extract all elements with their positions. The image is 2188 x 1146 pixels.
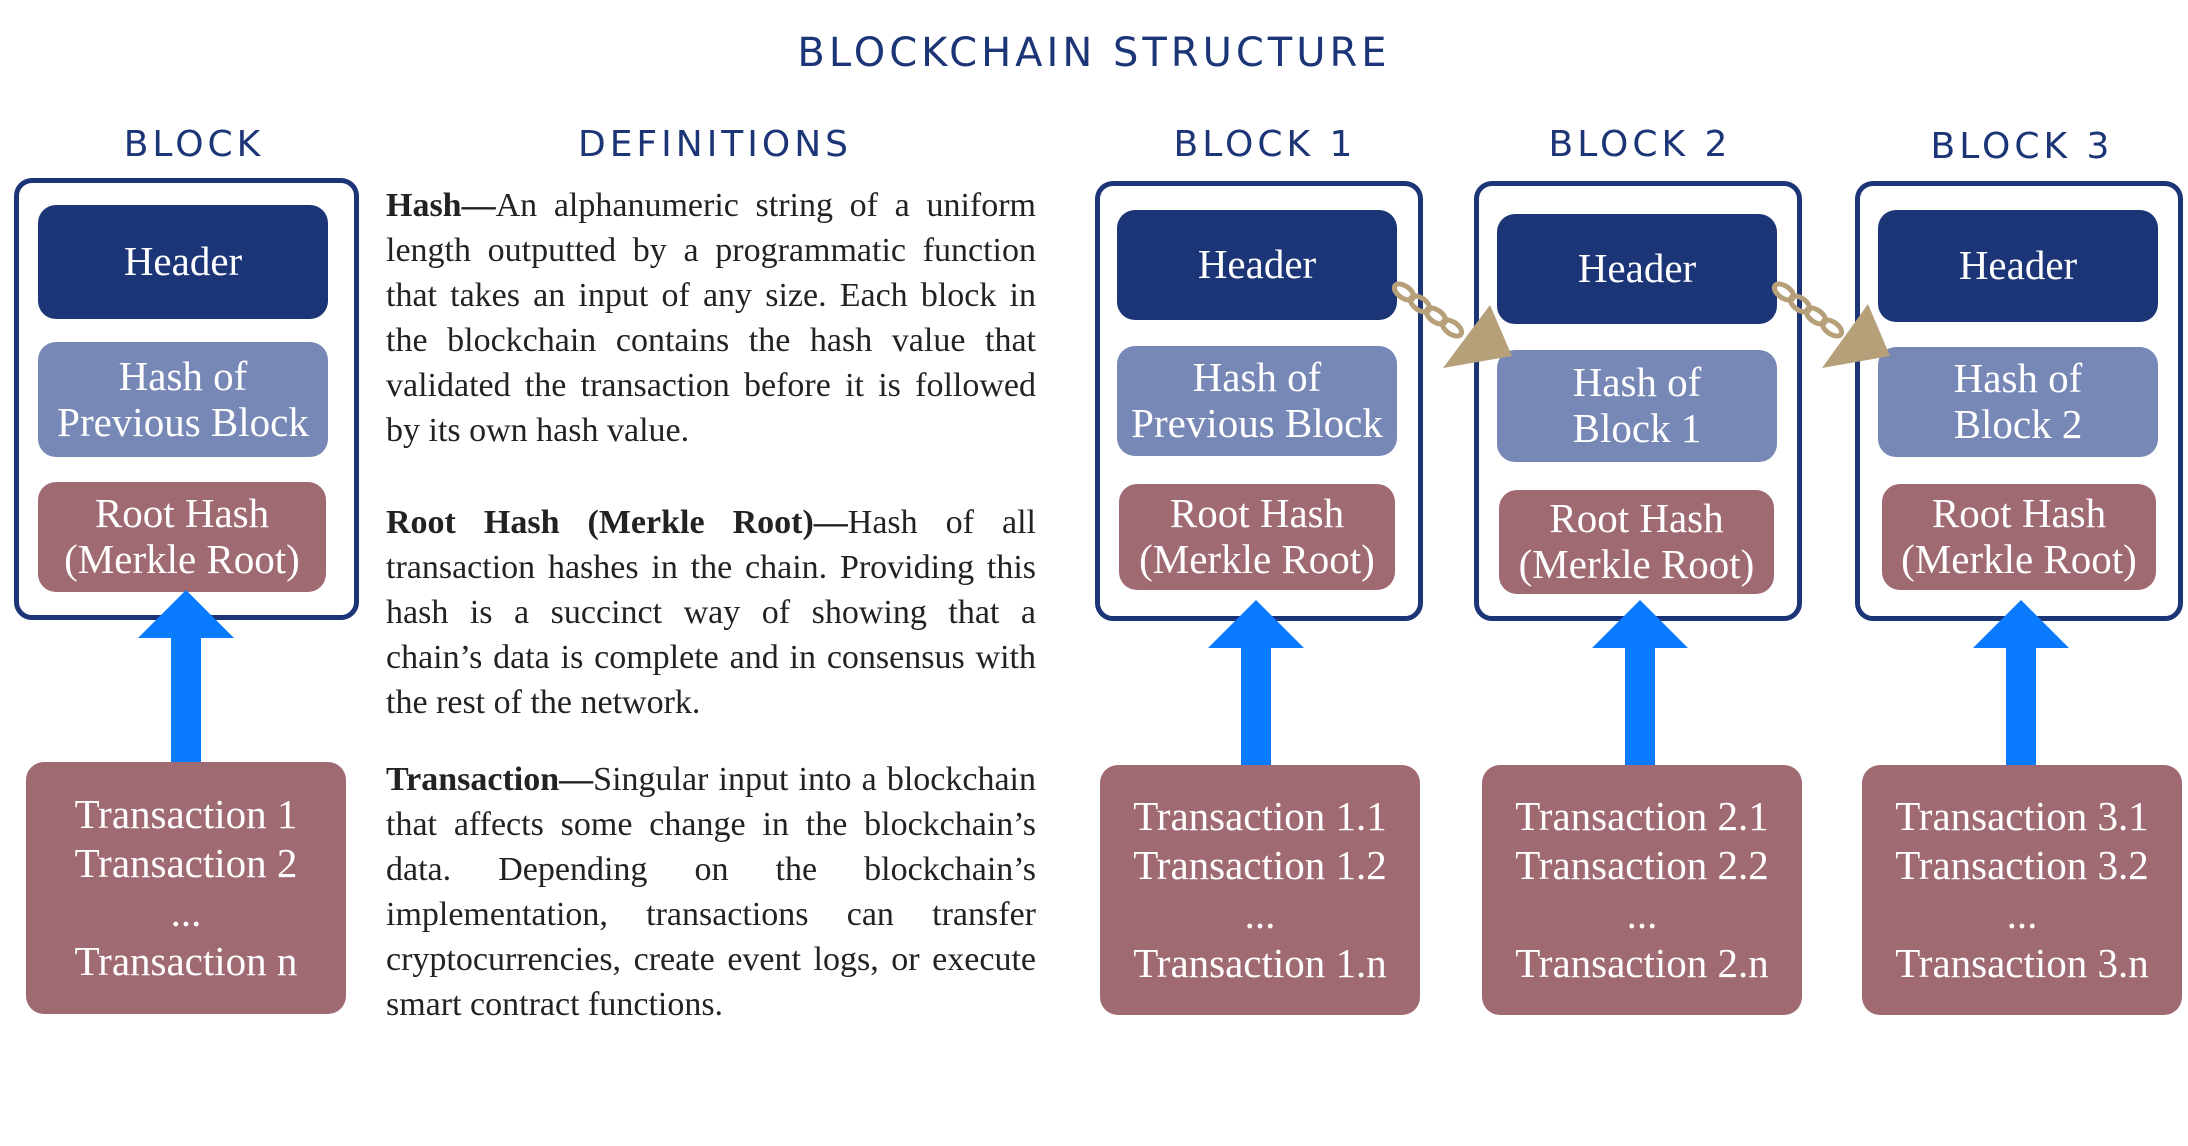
root-label-line1: Root Hash [1169, 490, 1345, 537]
block-heading: BLOCK [123, 124, 265, 165]
block-3-transactions: Transaction 3.1 Transaction 3.2 ... Tran… [1862, 765, 2182, 1015]
transaction-item: Transaction 2 [74, 839, 298, 886]
root-label-line1: Root Hash [1549, 495, 1724, 542]
block-1-header: Header [1117, 210, 1397, 320]
block-2-root-hash: Root Hash (Merkle Root) [1499, 490, 1774, 594]
block-3-hash: Hash of Block 2 [1878, 347, 2158, 457]
definition-hash: Hash—An alphanumeric string of a uniform… [386, 183, 1036, 453]
transaction-item: ... [1244, 891, 1276, 937]
block-header: Header [38, 205, 328, 319]
block-2-heading: BLOCK 2 [1548, 124, 1732, 165]
root-label-line1: Root Hash [1931, 490, 2107, 537]
transaction-item: Transaction 1 [74, 790, 298, 837]
transaction-item: Transaction 1.1 [1133, 792, 1387, 839]
hash-label-line2: Block 2 [1953, 401, 2083, 447]
block-previous-hash: Hash of Previous Block [38, 342, 328, 457]
block-3-header: Header [1878, 210, 2158, 322]
hash-label-line1: Hash of [118, 352, 248, 399]
transaction-item: Transaction n [74, 938, 298, 985]
root-label-line2: (Merkle Root) [1901, 536, 2137, 582]
definition-transaction: Transaction—Singular input into a blockc… [386, 757, 1036, 1027]
transaction-item: ... [1626, 891, 1658, 937]
definition-term: Hash— [386, 187, 496, 224]
hash-label-line2: Previous Block [57, 398, 309, 445]
transaction-item: Transaction 3.2 [1895, 841, 2149, 888]
hash-label-line1: Hash of [1572, 359, 1702, 406]
block-2-transactions: Transaction 2.1 Transaction 2.2 ... Tran… [1482, 765, 1802, 1015]
transaction-item: ... [170, 889, 202, 935]
transaction-item: ... [2006, 891, 2038, 937]
definitions-heading: DEFINITIONS [577, 124, 853, 165]
transaction-item: Transaction 2.1 [1515, 792, 1769, 839]
hash-label-line2: Block 1 [1572, 405, 1702, 451]
definition-text: Singular input into a blockchain that af… [386, 761, 1036, 1023]
transactions-box: Transaction 1 Transaction 2 ... Transact… [26, 762, 346, 1014]
transaction-item: Transaction 3.n [1895, 940, 2149, 987]
transaction-item: Transaction 3.1 [1895, 792, 2149, 839]
root-label-line2: (Merkle Root) [1518, 541, 1755, 587]
definition-root-hash: Root Hash (Merkle Root)—Hash of all tran… [386, 500, 1036, 725]
root-label-line1: Root Hash [94, 490, 270, 537]
hash-label-line2: Previous Block [1131, 400, 1383, 446]
up-arrow-icon [1592, 600, 1688, 765]
header-label: Header [1197, 241, 1317, 288]
root-label-line2: (Merkle Root) [1139, 536, 1375, 582]
block-1-heading: BLOCK 1 [1173, 124, 1357, 165]
up-arrow-icon [1973, 600, 2069, 765]
transaction-item: Transaction 2.n [1515, 940, 1769, 987]
definition-term: Transaction— [386, 761, 594, 798]
definition-text: An alphanumeric string of a uniform leng… [386, 187, 1036, 449]
transaction-item: Transaction 1.n [1133, 940, 1387, 987]
definition-term: Root Hash (Merkle Root)— [386, 504, 848, 541]
header-label: Header [1577, 245, 1697, 292]
block-2-hash: Hash of Block 1 [1497, 350, 1777, 462]
block-3-root-hash: Root Hash (Merkle Root) [1882, 484, 2156, 590]
root-label-line2: (Merkle Root) [64, 536, 300, 582]
block-3-heading: BLOCK 3 [1930, 126, 2114, 167]
transaction-item: Transaction 1.2 [1133, 841, 1387, 888]
header-label: Header [123, 238, 243, 285]
block-root-hash: Root Hash (Merkle Root) [38, 482, 326, 592]
hash-label-line1: Hash of [1192, 354, 1322, 401]
page-title: BLOCKCHAIN STRUCTURE [797, 30, 1391, 76]
block-1-hash: Hash of Previous Block [1117, 346, 1397, 456]
up-arrow-icon [1208, 600, 1304, 765]
header-label: Header [1958, 242, 2078, 289]
hash-label-line1: Hash of [1953, 355, 2083, 402]
definition-text: Hash of all transaction hashes in the ch… [386, 504, 1037, 721]
transaction-item: Transaction 2.2 [1515, 841, 1769, 888]
block-1-transactions: Transaction 1.1 Transaction 1.2 ... Tran… [1100, 765, 1420, 1015]
block-2-header: Header [1497, 214, 1777, 324]
block-1-root-hash: Root Hash (Merkle Root) [1119, 484, 1395, 590]
